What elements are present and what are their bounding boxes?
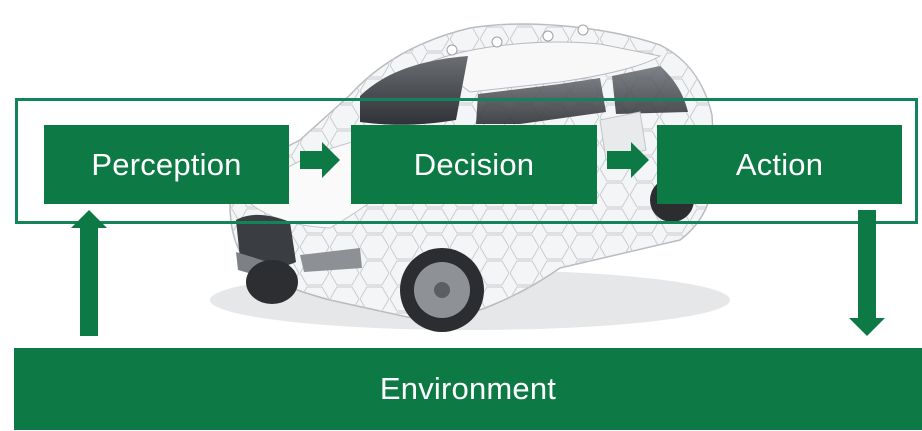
environment-label: Environment	[379, 371, 557, 406]
decision-box: Decision	[351, 125, 597, 204]
environment-box: Environment	[14, 348, 922, 430]
processing-loop-frame	[15, 98, 918, 224]
perception-box: Perception	[44, 125, 289, 204]
action-box: Action	[657, 125, 902, 204]
perception-label: Perception	[91, 146, 242, 182]
decision-label: Decision	[413, 146, 535, 182]
action-label: Action	[735, 146, 824, 182]
